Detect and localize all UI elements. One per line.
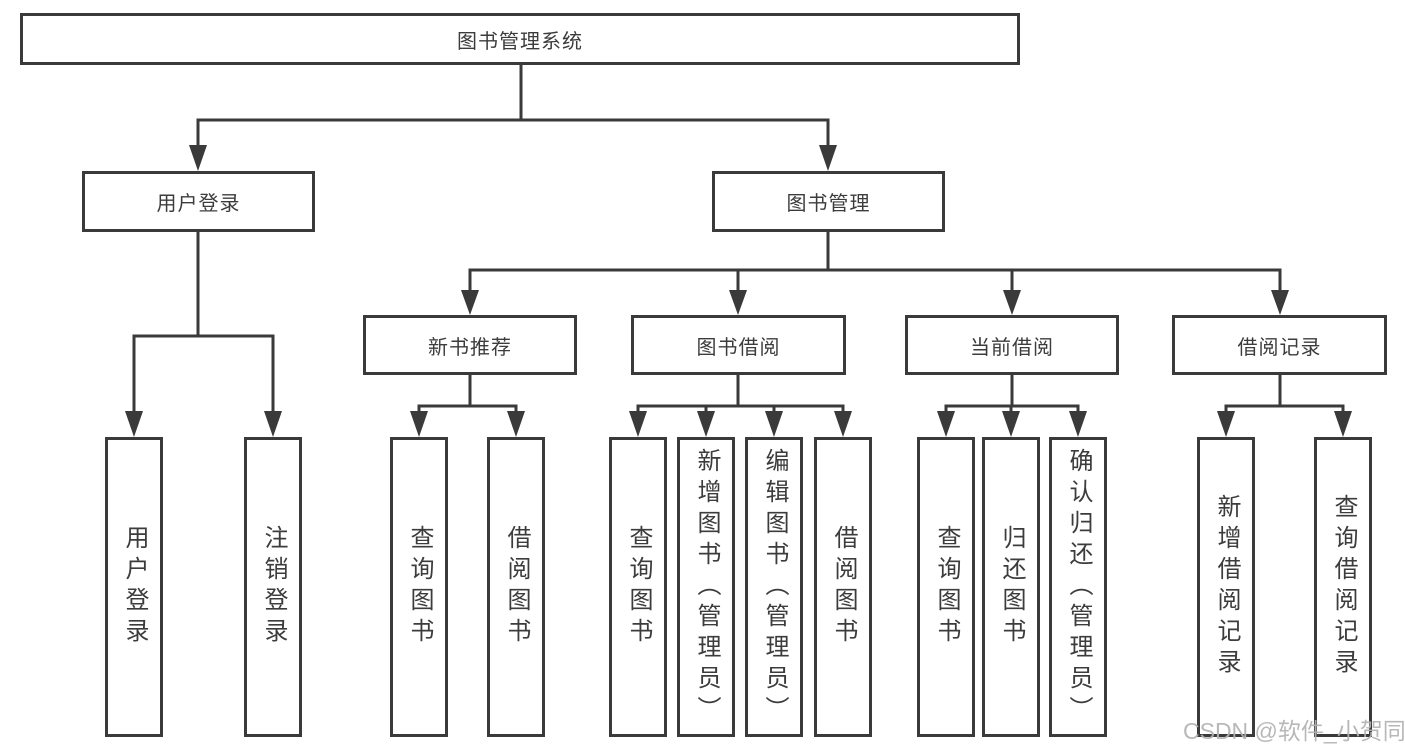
leaf-bb-edit-books-admin-label: 编辑图书（管理员）: [761, 447, 788, 727]
leaf-bb-add-books-admin-label: 新增图书（管理员）: [693, 447, 720, 727]
leaf-bb-borrow-books-label: 借阅图书: [830, 525, 857, 649]
node-book-borrowing-label: 图书借阅: [696, 336, 781, 359]
node-user-login-label: 用户登录: [156, 193, 241, 215]
leaf-nbr-query-books: 查询图书: [390, 437, 448, 737]
leaf-user-login: 用户登录: [105, 437, 163, 737]
leaf-logout-label: 注销登录: [260, 525, 287, 649]
leaf-nbr-borrow-books: 借阅图书: [487, 437, 545, 737]
leaf-cb-return-books: 归还图书: [982, 437, 1040, 737]
node-book-management-label: 图书管理: [786, 193, 871, 215]
leaf-nbr-borrow-books-label: 借阅图书: [503, 525, 530, 649]
node-current-borrowing: 当前借阅: [905, 315, 1119, 375]
node-current-borrowing-label: 当前借阅: [970, 336, 1054, 359]
leaf-nbr-query-books-label: 查询图书: [406, 525, 433, 649]
leaf-cb-confirm-return-admin-label: 确认归还（管理员）: [1065, 447, 1092, 727]
node-new-book-recommend-label: 新书推荐: [428, 336, 512, 359]
leaf-cb-query-books-label: 查询图书: [933, 525, 960, 649]
node-user-login: 用户登录: [82, 171, 315, 232]
leaf-user-login-label: 用户登录: [121, 525, 148, 649]
leaf-cb-confirm-return-admin: 确认归还（管理员）: [1049, 437, 1107, 737]
leaf-bb-query-books-label: 查询图书: [625, 525, 652, 649]
node-root: 图书管理系统: [20, 13, 1020, 65]
node-book-management: 图书管理: [712, 171, 945, 232]
leaf-logout: 注销登录: [244, 437, 302, 737]
node-new-book-recommend: 新书推荐: [363, 315, 577, 375]
leaf-br-query-record-label: 查询借阅记录: [1330, 494, 1357, 680]
leaf-br-query-record: 查询借阅记录: [1314, 437, 1372, 737]
node-root-label: 图书管理系统: [457, 30, 583, 53]
leaf-bb-borrow-books: 借阅图书: [814, 437, 872, 737]
csdn-watermark: CSDN @软件_小贺同学: [1183, 718, 1405, 744]
node-borrowing-records-label: 借阅记录: [1237, 336, 1322, 359]
leaf-br-add-record-label: 新增借阅记录: [1213, 494, 1240, 680]
leaf-bb-add-books-admin: 新增图书（管理员）: [677, 437, 735, 737]
leaf-cb-return-books-label: 归还图书: [998, 525, 1025, 649]
node-book-borrowing: 图书借阅: [631, 315, 846, 375]
leaf-bb-query-books: 查询图书: [609, 437, 667, 737]
leaf-br-add-record: 新增借阅记录: [1197, 437, 1255, 737]
leaf-bb-edit-books-admin: 编辑图书（管理员）: [745, 437, 803, 737]
leaf-cb-query-books: 查询图书: [917, 437, 975, 737]
node-borrowing-records: 借阅记录: [1172, 315, 1387, 375]
